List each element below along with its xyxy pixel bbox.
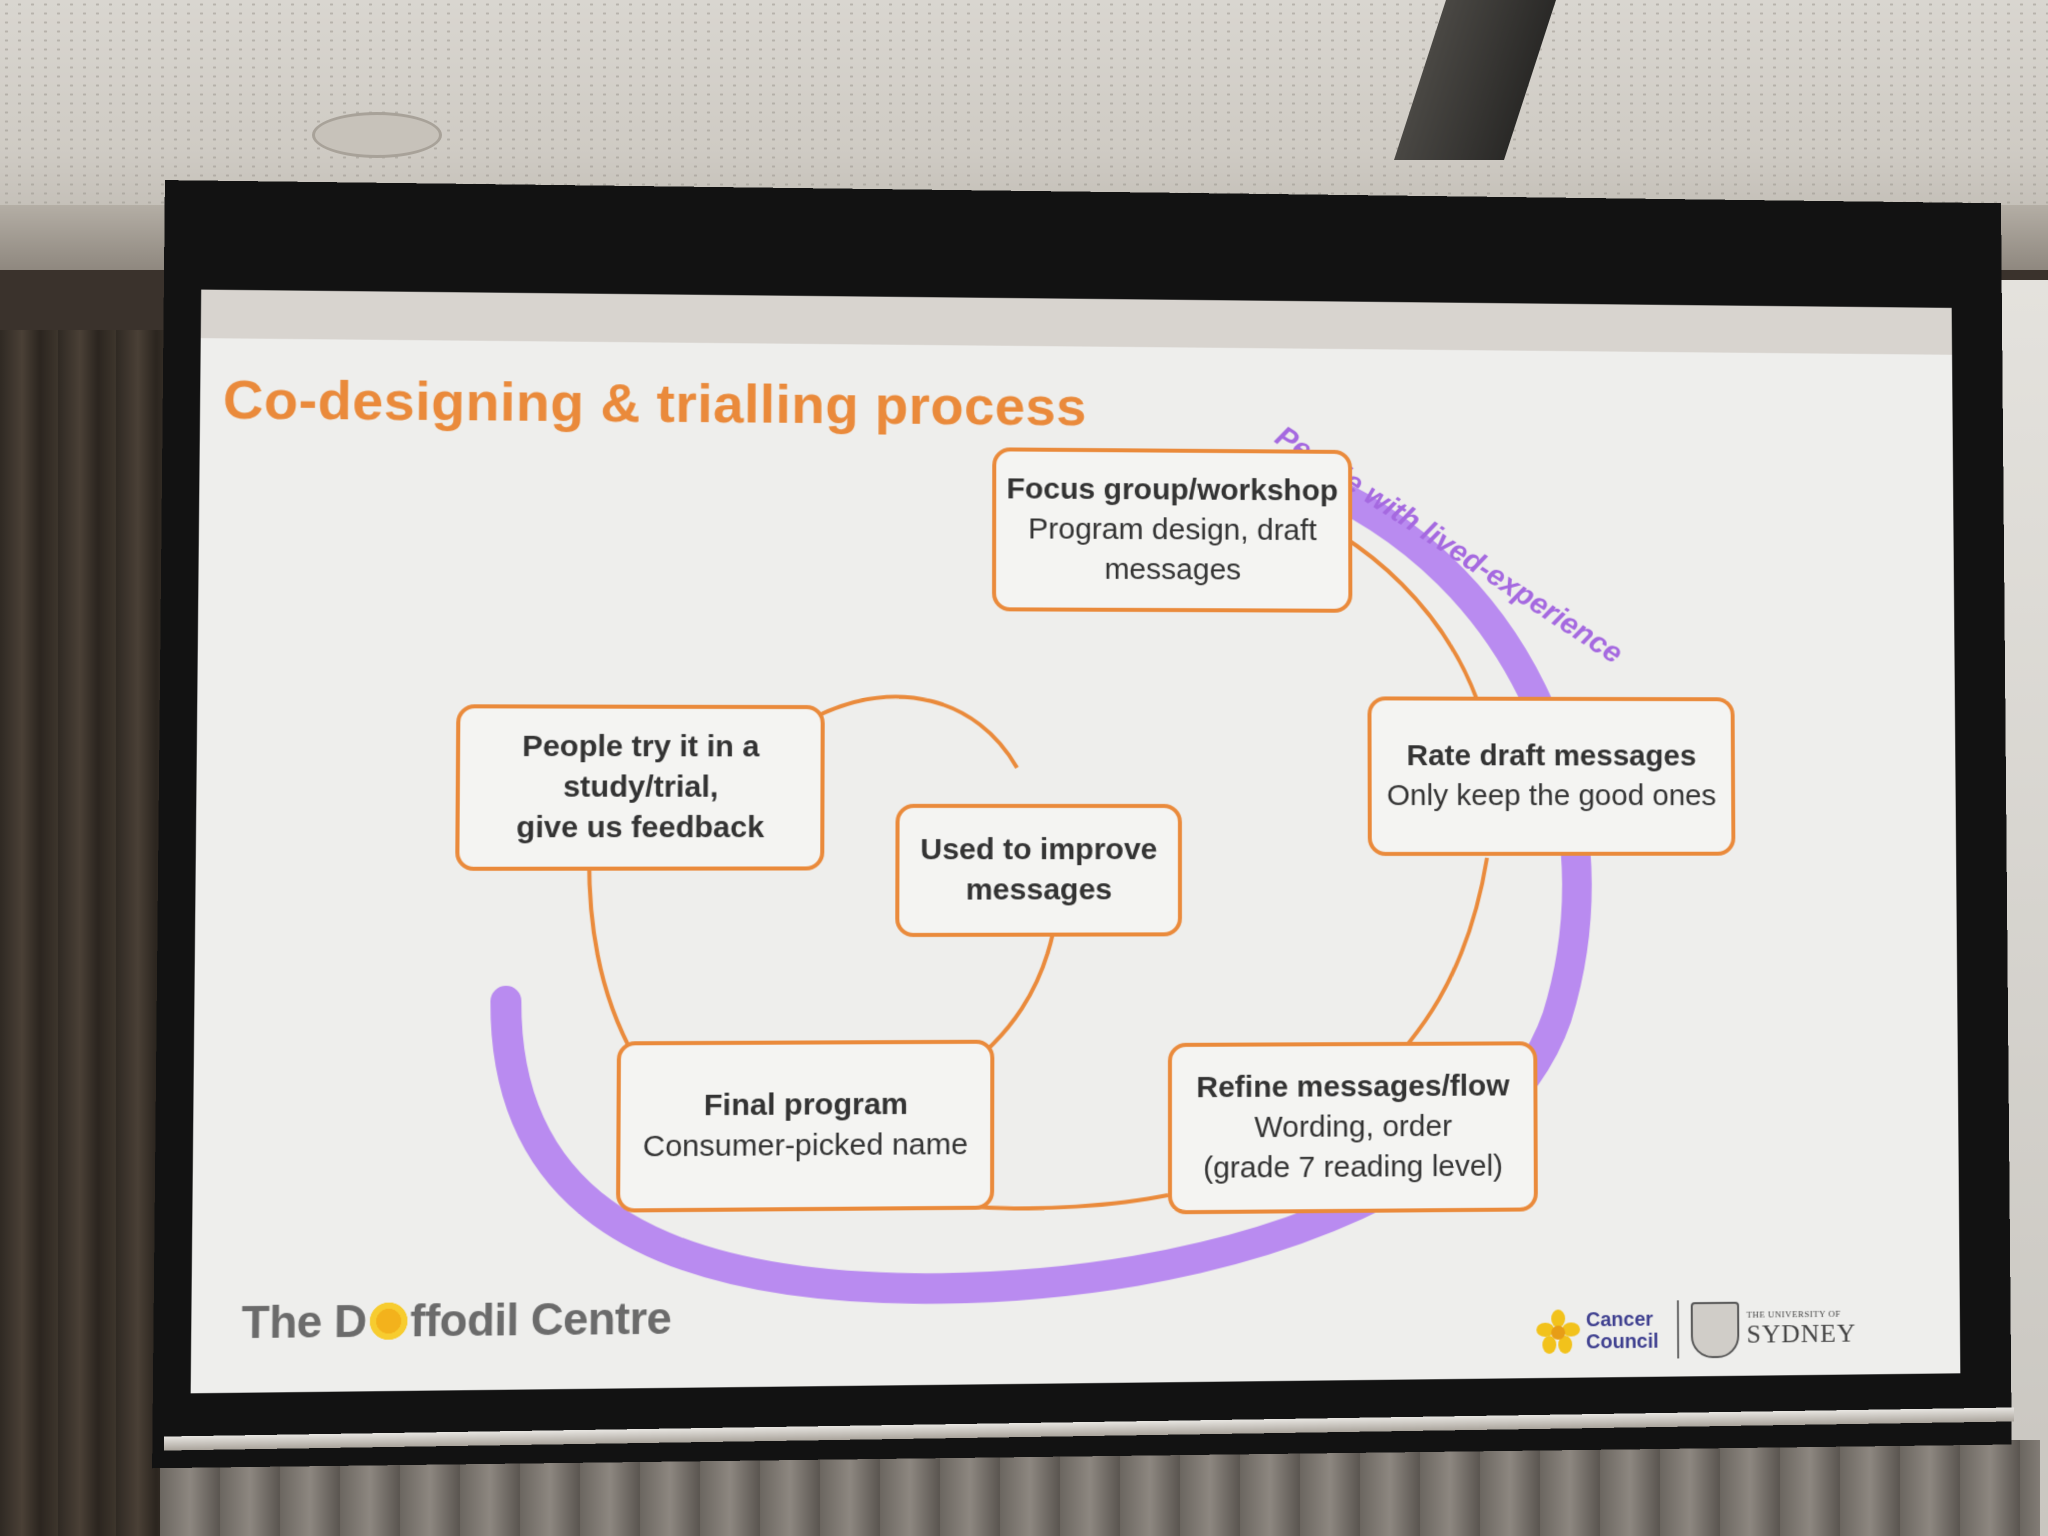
slide-title: Co-designing & trialling process — [222, 369, 1087, 438]
connector-refine-to-final — [976, 1195, 1168, 1209]
box-refine-messages: Refine messages/flow Wording, order (gra… — [1167, 1041, 1538, 1215]
box-improve-line1: Used to improve — [920, 833, 1158, 867]
box-rate-line1: Only keep the good ones — [1386, 779, 1717, 813]
logo-divider — [1676, 1300, 1680, 1359]
box-trial-line2: study/trial, — [562, 770, 719, 804]
box-focus-heading: Focus group/workshop — [1006, 472, 1339, 508]
box-improve-line2: messages — [965, 873, 1113, 907]
box-final-program: Final program Consumer-picked name — [616, 1039, 995, 1213]
box-rate-heading: Rate draft messages — [1406, 739, 1697, 773]
box-trial-line1: People try it in a — [521, 729, 760, 764]
ceiling-tiles — [0, 0, 2048, 215]
cancer-council-logo: Cancer Council — [1536, 1302, 1665, 1360]
box-focus-group: Focus group/workshop Program design, dra… — [992, 447, 1353, 613]
projector-screen: Co-designing & trialling process People … — [152, 180, 2012, 1468]
usyd-big-text: SYDNEY — [1746, 1318, 1857, 1349]
daffodil-flower-icon — [1536, 1309, 1581, 1354]
connector-trial-to-improve — [814, 697, 1017, 768]
slide: Co-designing & trialling process People … — [191, 290, 1961, 1394]
crest-icon — [1690, 1301, 1739, 1359]
box-focus-line1: Program design, draft — [1028, 512, 1317, 548]
brand-prefix: The D — [241, 1296, 367, 1349]
ceiling-speaker — [312, 112, 442, 158]
box-refine-line1: Wording, order — [1254, 1109, 1453, 1145]
box-refine-line2: (grade 7 reading level) — [1203, 1149, 1504, 1185]
box-rate-draft: Rate draft messages Only keep the good o… — [1367, 696, 1736, 856]
box-trial-line3: give us feedback — [516, 810, 765, 845]
cancer-council-line2: Council — [1586, 1330, 1659, 1354]
university-of-sydney-logo: THE UNIVERSITY OF SYDNEY — [1690, 1299, 1857, 1361]
box-refine-heading: Refine messages/flow — [1196, 1069, 1510, 1105]
box-focus-line2: messages — [1104, 552, 1242, 587]
box-final-line1: Consumer-picked name — [642, 1127, 969, 1164]
box-used-to-improve: Used to improve messages — [895, 803, 1182, 938]
daffodil-centre-logo: The D ffodil Centre — [241, 1294, 671, 1350]
box-people-try: People try it in a study/trial, give us … — [455, 704, 825, 871]
box-final-heading: Final program — [703, 1087, 909, 1123]
brand-suffix: ffodil Centre — [410, 1293, 672, 1347]
cancer-council-line1: Cancer — [1585, 1308, 1654, 1332]
daffodil-icon — [366, 1299, 411, 1343]
